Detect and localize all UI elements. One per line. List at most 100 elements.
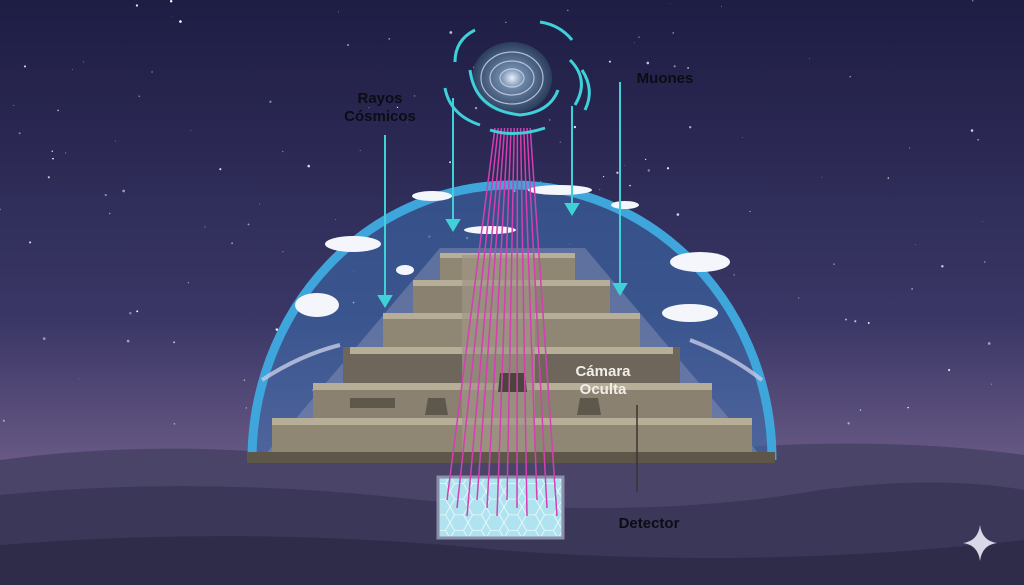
- star: [18, 132, 21, 135]
- star: [821, 176, 823, 178]
- star: [57, 109, 59, 112]
- star: [126, 339, 130, 343]
- star: [672, 32, 675, 34]
- cosmic-rays-label-line1: Rayos: [357, 90, 403, 107]
- star: [638, 36, 640, 38]
- star: [676, 213, 680, 216]
- star: [42, 337, 46, 340]
- star: [720, 5, 722, 7]
- muon-ray: [446, 127, 496, 501]
- star: [854, 320, 857, 323]
- star: [608, 60, 611, 63]
- star: [505, 21, 507, 23]
- star: [129, 312, 132, 315]
- muon-ray: [456, 127, 499, 509]
- star: [666, 167, 670, 170]
- star: [13, 105, 15, 106]
- star: [169, 0, 173, 3]
- star: [307, 164, 311, 168]
- star: [833, 263, 835, 266]
- star: [219, 168, 222, 171]
- star: [449, 31, 453, 34]
- star: [71, 69, 73, 70]
- star: [644, 158, 647, 160]
- star: [867, 322, 870, 324]
- muon-ray: [496, 127, 512, 517]
- star: [629, 184, 631, 187]
- star: [624, 164, 626, 166]
- star: [599, 189, 601, 191]
- star: [540, 180, 542, 182]
- star: [669, 2, 671, 4]
- star: [915, 244, 916, 245]
- star: [0, 208, 1, 211]
- star: [741, 137, 743, 138]
- hidden-chamber-label: Cámara Oculta: [560, 363, 646, 399]
- star: [51, 150, 53, 152]
- star: [990, 383, 992, 385]
- star: [173, 423, 176, 425]
- star: [104, 193, 107, 197]
- foreground-hills: [0, 536, 1024, 585]
- star: [907, 406, 909, 409]
- muons-label: Muones: [636, 70, 694, 87]
- muon-ray: [529, 127, 558, 517]
- star: [859, 409, 862, 411]
- muon-ray: [466, 127, 503, 517]
- star: [138, 95, 141, 98]
- star: [243, 379, 246, 381]
- star: [984, 261, 986, 263]
- star: [359, 150, 361, 151]
- star: [987, 342, 991, 345]
- cosmic-rays-label-line2: Cósmicos: [344, 108, 416, 125]
- star: [335, 219, 337, 220]
- star: [2, 419, 5, 422]
- star: [634, 42, 635, 44]
- star: [559, 141, 561, 143]
- star: [749, 211, 751, 213]
- star: [388, 38, 391, 40]
- muon-rays: [446, 127, 558, 517]
- star: [135, 4, 139, 7]
- muon-ray: [523, 127, 538, 501]
- star: [245, 407, 247, 409]
- star: [646, 61, 650, 65]
- star: [269, 100, 272, 103]
- star: [689, 126, 692, 129]
- star: [282, 150, 284, 153]
- cosmic-rays-label: Rayos Cósmicos: [330, 90, 430, 126]
- sparkle-icon: [963, 525, 997, 561]
- star: [231, 242, 234, 245]
- star: [887, 177, 889, 179]
- hidden-chamber-label-line1: Cámara: [575, 363, 631, 380]
- star: [733, 274, 735, 276]
- star: [798, 297, 800, 299]
- star: [549, 119, 551, 121]
- star: [122, 189, 126, 193]
- muon-ray: [506, 127, 515, 501]
- star: [573, 125, 577, 129]
- star: [78, 378, 80, 380]
- star: [809, 58, 811, 60]
- star: [849, 76, 851, 78]
- dome-rim: [247, 180, 777, 461]
- star: [489, 177, 490, 179]
- muon-ray: [486, 127, 509, 509]
- star: [108, 212, 111, 215]
- star: [673, 65, 676, 68]
- star: [29, 241, 32, 244]
- star: [114, 140, 116, 142]
- star: [275, 328, 279, 331]
- star: [449, 161, 451, 164]
- star: [172, 15, 174, 17]
- star: [151, 71, 153, 73]
- star: [977, 138, 979, 141]
- star: [187, 282, 189, 284]
- cosmic-ray-arrows: [377, 82, 628, 308]
- star: [52, 157, 54, 160]
- hidden-chamber: [498, 373, 527, 392]
- star: [247, 223, 250, 226]
- star: [259, 203, 261, 205]
- muon-ray: [526, 127, 548, 509]
